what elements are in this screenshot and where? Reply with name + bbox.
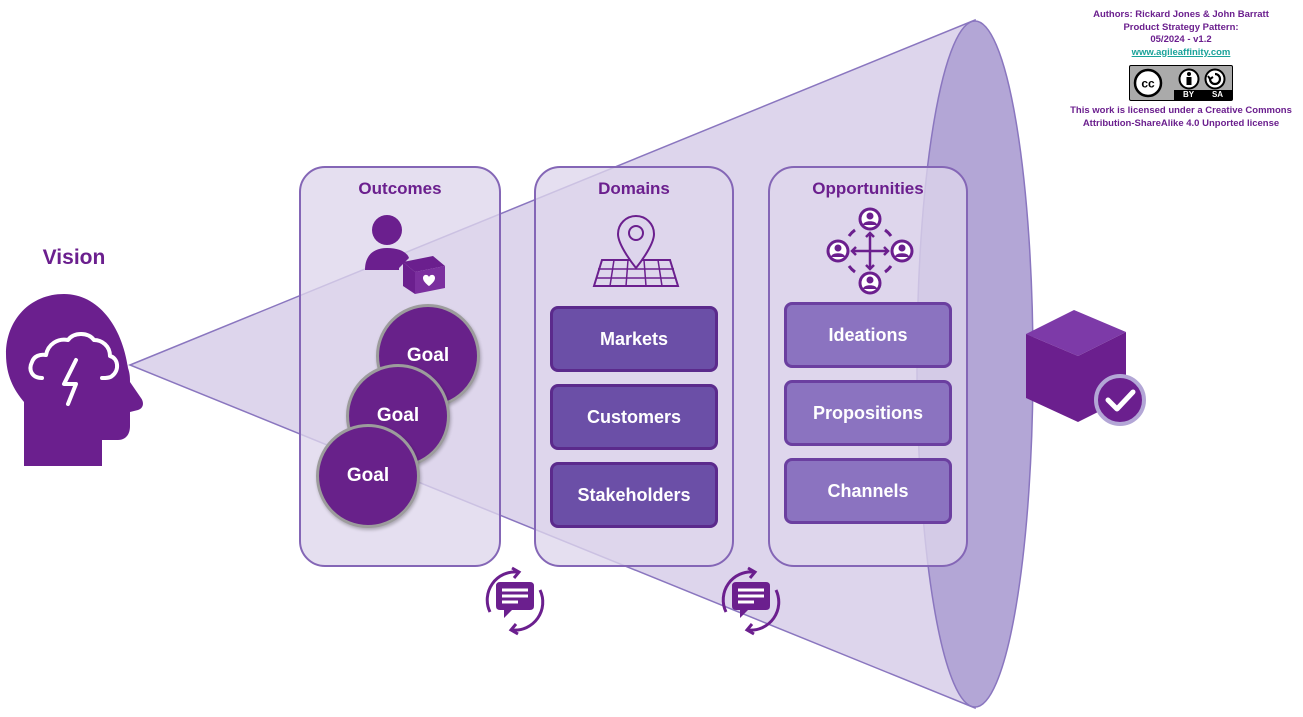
opportunity-item-channels: Channels bbox=[784, 458, 952, 524]
person-heart-box-icon bbox=[365, 215, 445, 294]
cc-license-badge[interactable]: cc BY SA bbox=[1129, 65, 1233, 101]
outcomes-title: Outcomes bbox=[358, 179, 442, 198]
opportunities-title: Opportunities bbox=[812, 179, 924, 198]
head-storm-cloud-icon bbox=[6, 294, 143, 466]
version-text: 05/2024 - v1.2 bbox=[1150, 34, 1212, 45]
map-pin-icon bbox=[592, 214, 680, 287]
cc-sa-label: SA bbox=[1211, 90, 1224, 99]
opportunity-item-ideations: Ideations bbox=[784, 302, 952, 368]
people-network-icon bbox=[826, 207, 914, 295]
product-box-check-icon bbox=[1026, 310, 1146, 426]
license-line-2: Attribution-ShareAlike 4.0 Unported lice… bbox=[1082, 117, 1280, 129]
domain-item-stakeholders: Stakeholders bbox=[550, 462, 718, 528]
share-alike-icon bbox=[1204, 68, 1226, 90]
pattern-text: Product Strategy Pattern: bbox=[1123, 21, 1239, 33]
feedback-cycle-icon bbox=[485, 566, 545, 636]
website-link[interactable]: www.agileaffinity.com bbox=[1131, 46, 1231, 58]
domain-item-customers: Customers bbox=[550, 384, 718, 450]
credits-block: Authors: Rickard Jones & John Barratt Pr… bbox=[1062, 9, 1300, 130]
cc-label: cc bbox=[1141, 77, 1155, 91]
authors-text: Authors: Rickard Jones & John Barratt bbox=[1093, 9, 1269, 20]
domains-title: Domains bbox=[598, 179, 670, 198]
vision-title: Vision bbox=[42, 246, 106, 269]
license-line-1: This work is licensed under a Creative C… bbox=[1070, 105, 1292, 116]
goal-circle-front: Goal bbox=[316, 424, 420, 528]
attribution-icon bbox=[1178, 68, 1200, 90]
cc-by-label: BY bbox=[1182, 90, 1195, 99]
domain-item-markets: Markets bbox=[550, 306, 718, 372]
feedback-cycle-icon bbox=[721, 566, 781, 636]
cc-icon: cc bbox=[1133, 68, 1163, 98]
opportunity-item-propositions: Propositions bbox=[784, 380, 952, 446]
cc-strip: BY SA bbox=[1174, 90, 1232, 100]
